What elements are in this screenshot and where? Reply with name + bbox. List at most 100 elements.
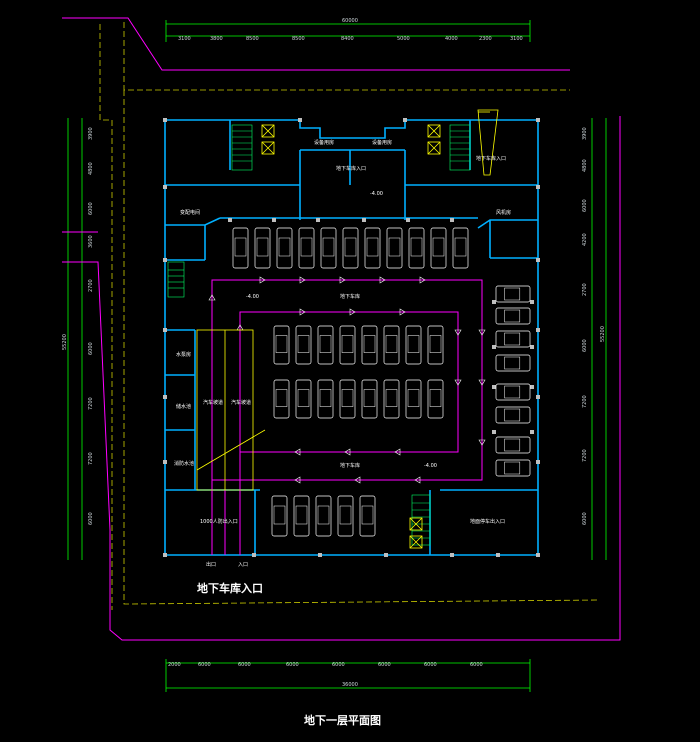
level-lobby: -4.00 — [370, 191, 383, 197]
dim-bottom-total: 36000 — [342, 682, 358, 688]
parking-stall — [405, 325, 422, 365]
structural-columns — [163, 118, 540, 557]
dim-segment: 7200 — [582, 449, 588, 462]
dim-segment: 3800 — [210, 36, 223, 42]
parking-stall — [232, 227, 249, 269]
parking-stall — [495, 406, 531, 424]
entrance-label: 地下车库入口 — [197, 582, 263, 595]
parking-stall — [427, 325, 444, 365]
dim-segment: 3900 — [582, 127, 588, 140]
exit-mark: 出口 — [206, 561, 216, 568]
dim-segment: 8400 — [341, 36, 354, 42]
parking-stall — [254, 227, 271, 269]
entry-mark: 入口 — [238, 562, 248, 568]
parking-stall — [364, 227, 381, 269]
dim-segment: 6000 — [470, 662, 483, 668]
parking-stall — [276, 227, 293, 269]
dim-segment: 4000 — [445, 36, 458, 42]
parking-stall — [342, 227, 359, 269]
parking-stall — [495, 285, 531, 303]
dim-segment: 6000 — [378, 662, 391, 668]
room-left-2: 储水池 — [176, 403, 191, 410]
parking-stall — [273, 379, 290, 419]
parking-stall — [405, 379, 422, 419]
dim-segment: 8500 — [292, 36, 305, 42]
parking-stall — [495, 307, 531, 325]
parking-stall — [430, 227, 447, 269]
elevators — [261, 124, 441, 549]
dim-segment: 7200 — [582, 395, 588, 408]
parking-stall — [359, 495, 376, 537]
dim-segment: 6000 — [582, 339, 588, 352]
dim-segment: 2000 — [168, 662, 181, 668]
property-line — [99, 22, 601, 610]
dim-segment: 4800 — [582, 159, 588, 172]
dim-segment: 2300 — [479, 36, 492, 42]
room-bottom-right: 地面停车出入口 — [470, 518, 505, 525]
parking-stall — [427, 379, 444, 419]
dim-right-total: 55200 — [600, 326, 606, 342]
dim-top-total: 60000 — [342, 18, 358, 24]
dim-segment: 6000 — [286, 662, 299, 668]
dim-top-segments: 3100 3800 8500 8500 8400 5000 4000 2300 3100 — [178, 36, 523, 42]
plan-title: 地下一层平面图 — [304, 714, 381, 727]
dim-segment: 8500 — [246, 36, 259, 42]
parking-stall — [383, 325, 400, 365]
dimension-lines — [67, 20, 607, 692]
parking-stall — [383, 379, 400, 419]
vehicle-ramp — [196, 109, 499, 491]
parking-stall — [495, 459, 531, 477]
room-ramp-1: 汽车坡道 — [203, 399, 223, 406]
dim-segment: 3100 — [510, 36, 523, 42]
room-left-3: 消防水池 — [174, 460, 194, 467]
dim-segment: 2700 — [582, 283, 588, 296]
room-top-center-2: 设备用房 — [372, 139, 392, 146]
parking-stall — [361, 379, 378, 419]
room-lobby: 地下车库入口 — [336, 165, 366, 172]
parking-stall — [339, 379, 356, 419]
parking-stall — [295, 325, 312, 365]
room-lane-bottom: 地下车库 — [340, 462, 360, 469]
level-lane-bottom: -4.00 — [424, 463, 437, 469]
parking-stall — [317, 379, 334, 419]
parking-stall — [320, 227, 337, 269]
dim-segment: 6000 — [88, 512, 94, 525]
parking-stall — [408, 227, 425, 269]
parking-stall — [271, 495, 288, 537]
dim-segment: 3100 — [178, 36, 191, 42]
parking-stall — [337, 495, 354, 537]
dim-segment: 3600 — [88, 235, 94, 248]
room-right-top: 地下车库入口 — [476, 155, 506, 162]
parking-stall — [273, 325, 290, 365]
dim-segment: 5000 — [397, 36, 410, 42]
dim-segment: 2700 — [88, 279, 94, 292]
room-right-upper: 风机房 — [496, 209, 511, 216]
parking-stall — [495, 330, 531, 348]
dim-segment: 6000 — [88, 202, 94, 215]
dim-segment: 7200 — [88, 452, 94, 465]
parking-stall — [293, 495, 310, 537]
room-top-center-1: 设备用房 — [314, 139, 334, 146]
room-left-upper: 变配电间 — [180, 209, 200, 216]
dim-segment: 6000 — [238, 662, 251, 668]
dim-segment: 4800 — [88, 162, 94, 175]
parking-stall — [315, 495, 332, 537]
parking-stall — [298, 227, 315, 269]
dim-segment: 6000 — [424, 662, 437, 668]
parking-stall — [386, 227, 403, 269]
parking-stall — [452, 227, 469, 269]
driving-lanes — [211, 279, 483, 555]
room-left-1: 水泵房 — [176, 351, 191, 358]
dim-segment: 7200 — [88, 397, 94, 410]
site-boundary — [62, 17, 621, 641]
parking-stall — [317, 325, 334, 365]
dim-segment: 6000 — [198, 662, 211, 668]
parking-stall — [495, 436, 531, 454]
dim-segment: 6000 — [582, 199, 588, 212]
room-bottom-left: 1000人防出入口 — [200, 518, 238, 525]
room-lane-top: 地下车库 — [340, 293, 360, 300]
